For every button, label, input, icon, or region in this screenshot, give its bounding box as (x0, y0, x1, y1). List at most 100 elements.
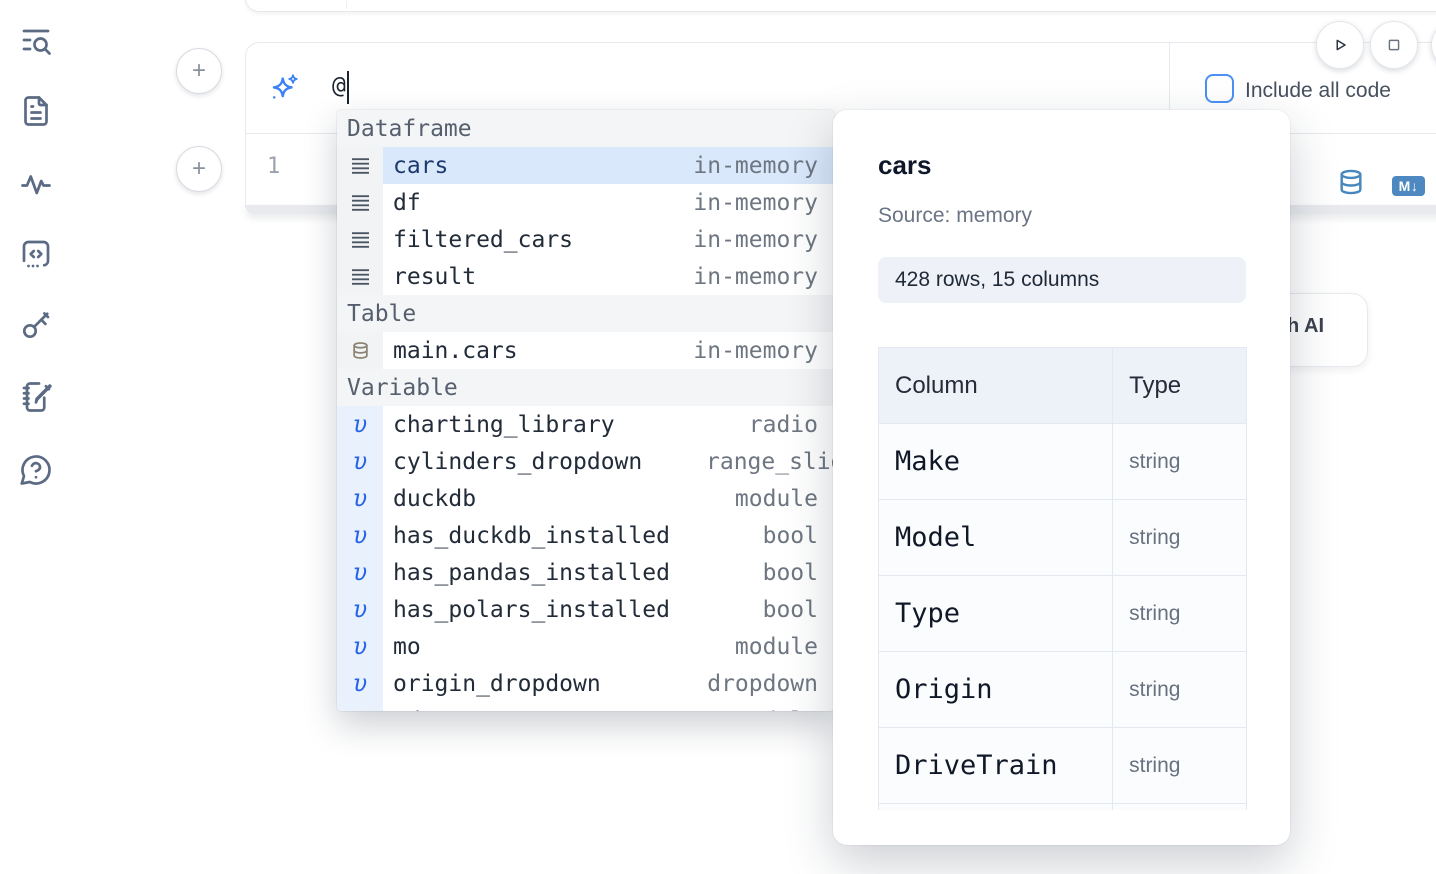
code-snippet-icon[interactable] (18, 236, 54, 272)
table-row-partial (878, 803, 1247, 810)
database-icon (337, 332, 383, 369)
autocomplete-item-result[interactable]: result in-memory (337, 258, 834, 295)
column-type-cell: string (1112, 499, 1247, 576)
variable-icon: υ (337, 517, 383, 554)
autocomplete-item-name: cylinders_dropdown (393, 448, 643, 475)
variable-icon: υ (337, 443, 383, 480)
autocomplete-item-type: bool (762, 522, 818, 549)
autocomplete-item-main.cars[interactable]: main.cars in-memory (337, 332, 834, 369)
autocomplete-item-df[interactable]: df in-memory (337, 184, 834, 221)
autocomplete-item-name: filtered_cars (393, 226, 574, 253)
autocomplete-item-type: bool (762, 559, 818, 586)
variable-icon: υ (337, 702, 383, 711)
file-text-icon[interactable] (18, 93, 54, 129)
autocomplete-item-name: has_polars_installed (393, 596, 670, 623)
autocomplete-item-name: has_duckdb_installed (393, 522, 670, 549)
shape-badge: 428 rows, 15 columns (878, 257, 1246, 303)
notebook-edit-icon[interactable] (18, 379, 54, 415)
gutter-divider (346, 1, 347, 9)
autocomplete-item-has_duckdb_installed[interactable]: υ has_duckdb_installed bool (337, 517, 834, 554)
autocomplete-item-type: in-memory (693, 263, 818, 290)
dataframe-preview-panel: cars Source: memory 428 rows, 15 columns… (833, 110, 1290, 845)
previous-cell-edge (245, 0, 1436, 12)
autocomplete-item-type: in-memory (693, 189, 818, 216)
include-all-code-label: Include all code (1245, 79, 1391, 102)
column-header: Column (878, 347, 1114, 424)
dataframe-icon (337, 184, 383, 221)
column-name-cell: Origin (878, 651, 1114, 728)
autocomplete-item-name: main.cars (393, 337, 518, 364)
stop-button[interactable] (1370, 21, 1418, 69)
markdown-icon[interactable]: M↓ (1392, 176, 1425, 196)
autocomplete-section-header: Dataframe (337, 110, 834, 147)
column-type-cell: string (1112, 651, 1247, 728)
autocomplete-item-type: module (734, 485, 818, 512)
autocomplete-item-name: duckdb (393, 485, 477, 512)
column-name-cell: DriveTrain (878, 727, 1114, 804)
autocomplete-section-header: Table (337, 295, 834, 332)
autocomplete-item-type: in-memory (693, 337, 818, 364)
activity-icon[interactable] (18, 166, 54, 202)
list-search-icon[interactable] (18, 22, 54, 58)
column-name-cell: Model (878, 499, 1114, 576)
add-cell-above-button[interactable]: + (176, 48, 222, 94)
preview-source: Source: memory (878, 204, 1033, 227)
type-header: Type (1112, 347, 1247, 424)
autocomplete-item-type: module (735, 708, 818, 712)
column-name-cell: Make (878, 423, 1114, 500)
autocomplete-item-type: dropdown (707, 670, 818, 697)
autocomplete-item-name: has_pandas_installed (393, 559, 670, 586)
stop-icon (1388, 39, 1400, 51)
variable-icon: υ (337, 406, 383, 443)
key-icon[interactable] (18, 307, 54, 343)
autocomplete-item-charting_library[interactable]: υ charting_library radio (337, 406, 834, 443)
column-type-cell: string (1112, 423, 1247, 500)
autocomplete-item-type: radio (748, 411, 818, 438)
ai-button-label: h AI (1287, 315, 1325, 337)
autocomplete-item-type: range_slider (706, 448, 834, 475)
variable-icon: υ (337, 665, 383, 702)
autocomplete-item-cylinders_dropdown[interactable]: υ cylinders_dropdown range_slider (337, 443, 834, 480)
autocomplete-item-type: module (734, 633, 818, 660)
variable-icon: υ (337, 591, 383, 628)
autocomplete-item-type: in-memory (693, 152, 818, 179)
preview-title: cars (878, 150, 932, 180)
autocomplete-item-name: mo (393, 633, 421, 660)
autocomplete-item-type: in-memory (693, 226, 818, 253)
play-icon (1336, 39, 1346, 51)
database-icon[interactable] (1337, 168, 1365, 196)
add-cell-below-button[interactable]: + (176, 146, 222, 192)
column-type-cell: string (1112, 575, 1247, 652)
autocomplete-item-cars[interactable]: cars in-memory (337, 147, 834, 184)
column-type-cell: string (1112, 727, 1247, 804)
include-all-code-checkbox[interactable] (1205, 74, 1234, 103)
autocomplete-item-origin_dropdown[interactable]: υ origin_dropdown dropdown (337, 665, 834, 702)
autocomplete-item-name: df (393, 189, 421, 216)
autocomplete-item-name: charting_library (393, 411, 615, 438)
line-number: 1 (267, 154, 281, 179)
run-cell-button[interactable] (1316, 21, 1364, 69)
autocomplete-item-name: pd (393, 708, 421, 712)
autocomplete-item-name: cars (393, 152, 449, 179)
dataframe-icon (337, 147, 383, 184)
autocomplete-section-header: Variable (337, 369, 834, 406)
variable-icon: υ (337, 480, 383, 517)
column-name-cell: Type (878, 575, 1114, 652)
sparkles-icon (269, 73, 299, 103)
dataframe-icon (337, 221, 383, 258)
autocomplete-item-filtered_cars[interactable]: filtered_cars in-memory (337, 221, 834, 258)
autocomplete-item-name: origin_dropdown (393, 670, 601, 697)
ai-prompt-input[interactable]: @ (332, 73, 346, 99)
help-chat-icon[interactable] (18, 452, 54, 488)
autocomplete-item-pd[interactable]: υ pd module (337, 702, 834, 711)
autocomplete-item-name: result (393, 263, 477, 290)
